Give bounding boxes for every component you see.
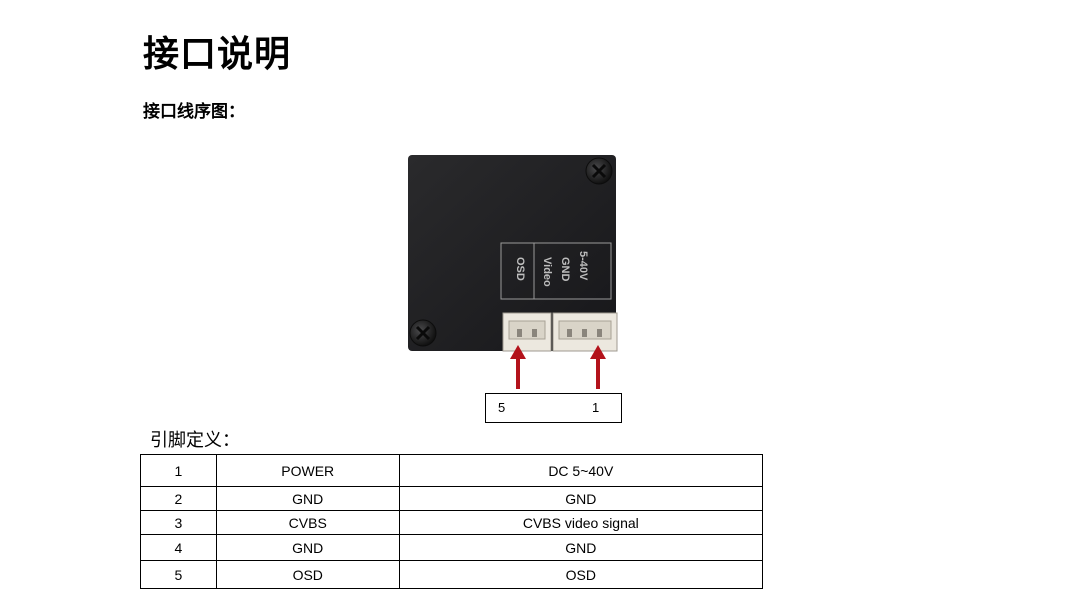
- pin-name-cell: OSD: [215, 560, 400, 589]
- arrow-pin5-icon: [510, 345, 526, 389]
- pin-number-callout: 5 1: [485, 393, 622, 423]
- pin-desc-cell: GND: [398, 486, 764, 511]
- connector-large: [552, 312, 618, 352]
- pin-number-cell: 4: [140, 534, 217, 561]
- connector-small: [502, 312, 552, 352]
- table-row: 4 GND GND: [140, 534, 764, 561]
- pin-name-cell: CVBS: [215, 510, 400, 535]
- pin-number-cell: 5: [140, 560, 217, 589]
- section-heading-pin-definition: 引脚定义：: [150, 430, 240, 451]
- callout-pin-right: 1: [592, 400, 600, 415]
- pin-name-cell: GND: [215, 486, 400, 511]
- screw-bottom-left: [409, 319, 437, 347]
- pin-number-cell: 2: [140, 486, 217, 511]
- device-photo: OSD Video GND 5-40V: [408, 155, 618, 389]
- table-row: 2 GND GND: [140, 486, 764, 511]
- pin-number-cell: 1: [140, 454, 217, 487]
- table-row: 1 POWER DC 5~40V: [140, 454, 764, 487]
- pin-number-cell: 3: [140, 510, 217, 535]
- pin-name-cell: GND: [215, 534, 400, 561]
- table-row: 5 OSD OSD: [140, 560, 764, 589]
- silkscreen-osd: OSD: [514, 257, 526, 281]
- section-heading-wiring: 接口线序图：: [143, 102, 245, 122]
- silkscreen-gnd: GND: [559, 257, 571, 282]
- pin-desc-cell: CVBS video signal: [398, 510, 764, 535]
- pin-name-cell: POWER: [215, 454, 400, 487]
- pin-desc-cell: GND: [398, 534, 764, 561]
- device-body: [408, 155, 616, 351]
- screw-top-right: [585, 157, 613, 185]
- silkscreen-labels: [500, 242, 612, 300]
- pin-definition-table: 1 POWER DC 5~40V 2 GND GND 3 CVBS CVBS v…: [140, 454, 764, 589]
- page-title: 接口说明: [143, 33, 292, 75]
- callout-pin-left: 5: [498, 400, 506, 415]
- arrow-pin1-icon: [590, 345, 606, 389]
- pin-desc-cell: OSD: [398, 560, 764, 589]
- silkscreen-video: Video: [541, 257, 553, 287]
- silkscreen-power: 5-40V: [577, 251, 589, 281]
- table-row: 3 CVBS CVBS video signal: [140, 510, 764, 535]
- pin-desc-cell: DC 5~40V: [398, 454, 764, 487]
